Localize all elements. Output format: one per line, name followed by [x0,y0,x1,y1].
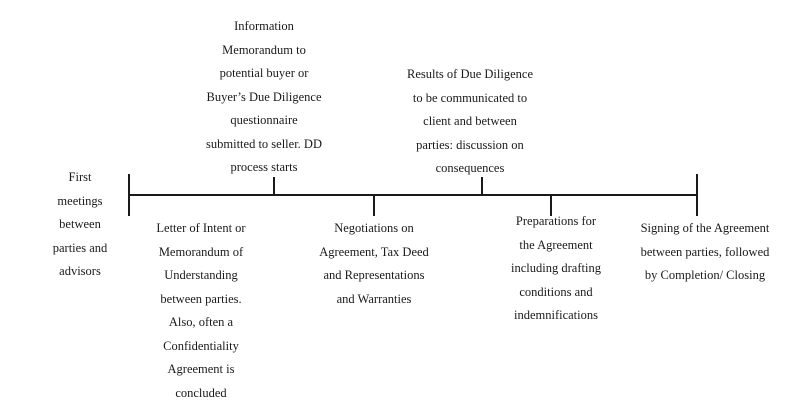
stage-line: between parties. [160,291,242,306]
stage-line: Memorandum to [222,42,306,57]
stage-due-diligence-results: Results of Due Diligence to be communica… [385,63,555,181]
stage-letter-of-intent: Letter of Intent or Memorandum of Unders… [126,217,276,405]
stage-line: parties: discussion on [416,137,524,152]
stage-line: Understanding [164,268,238,282]
stage-line: indemnifications [513,308,598,322]
stage-line: questionnaire [230,113,298,127]
stage-line: Also, often a [168,315,234,329]
stage-line: between [59,217,101,231]
stage-line: between parties, followed [640,244,770,259]
stage-line: Buyer’s Due Diligence [206,89,322,104]
stage-line: submitted to seller. DD [206,136,322,151]
stage-line: Preparations for [515,214,597,228]
stage-signing: Signing of the Agreement between parties… [615,217,795,288]
stage-line: the Agreement [519,237,593,252]
stage-preparations: Preparations for the Agreement including… [486,210,626,328]
stage-line: concluded [175,385,227,400]
stage-line: Negotiations on [334,221,414,235]
stage-line: First [68,170,92,184]
stage-line: Agreement, Tax Deed [319,244,429,259]
stage-line: to be communicated to [412,90,528,105]
stage-first-meetings: First meetings between parties and advis… [40,166,120,284]
stage-line: Confidentiality [163,338,239,353]
stage-line: Signing of the Agreement [640,221,770,235]
stage-information-memorandum: Information Memorandum to potential buye… [189,15,339,180]
stage-line: Memorandum of [158,244,244,259]
stage-line: Results of Due Diligence [406,67,533,81]
stage-line: including drafting [511,261,601,275]
stage-line: conditions and [519,284,593,299]
stage-line: process starts [230,160,298,174]
stage-line: and Representations [323,268,425,282]
stage-line: potential buyer or [219,66,309,80]
stage-line: meetings [57,193,103,208]
stage-line: Agreement is [167,362,235,376]
stage-line: consequences [435,161,505,175]
stage-line: parties and [52,240,108,255]
stage-line: Letter of Intent or [156,221,246,235]
stage-line: client and between [423,114,517,128]
stage-line: Information [234,19,294,33]
stage-line: and Warranties [336,291,412,306]
stage-line: by Completion/ Closing [644,268,766,282]
stage-line: advisors [59,264,101,278]
stage-negotiations: Negotiations on Agreement, Tax Deed and … [299,217,449,311]
